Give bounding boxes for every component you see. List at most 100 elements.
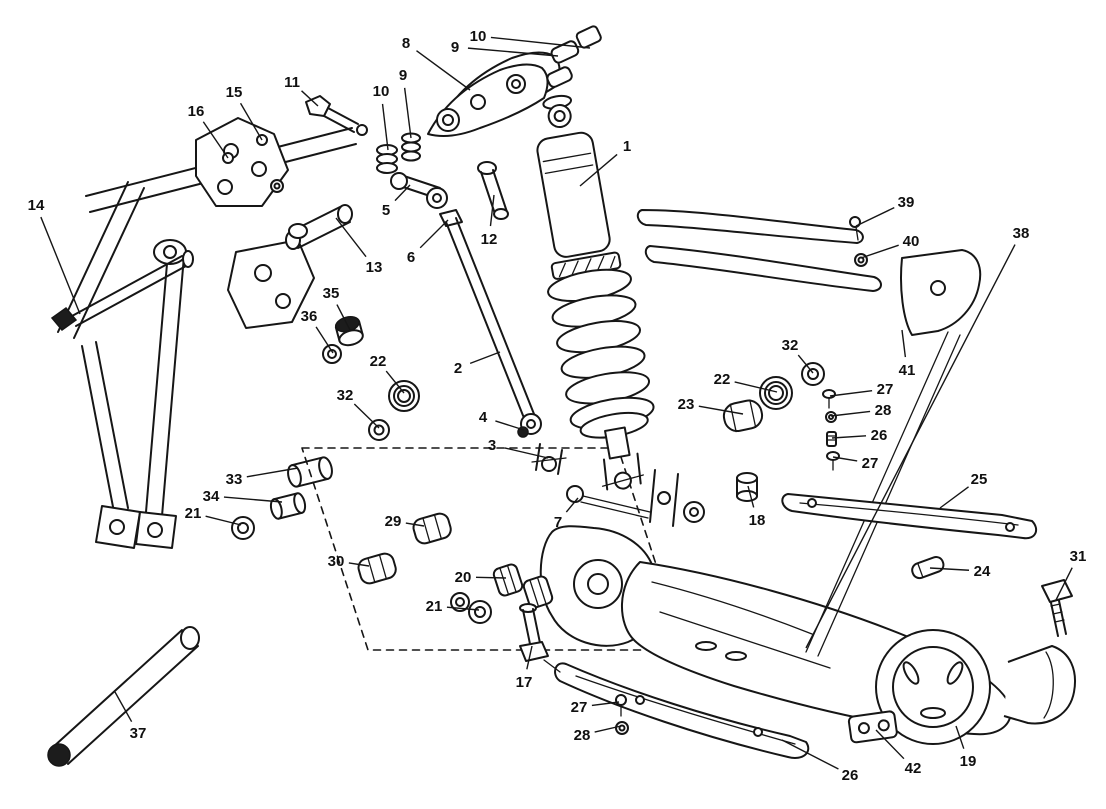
leader-line <box>205 515 242 526</box>
part-number-label: 20 <box>455 569 472 586</box>
leader-line <box>315 326 334 354</box>
leader-line <box>446 606 480 611</box>
leader-line <box>489 194 495 227</box>
leader-line <box>467 47 559 57</box>
leader-line <box>336 304 351 331</box>
leader-line <box>335 217 367 258</box>
leader-line <box>939 486 969 509</box>
leader-line <box>223 496 283 503</box>
leader-line <box>526 645 533 670</box>
leader-line <box>829 389 873 397</box>
part-number-label: 32 <box>337 387 354 404</box>
leader-line <box>591 701 620 707</box>
leader-line <box>1055 567 1073 601</box>
part-number-label: 39 <box>898 194 915 211</box>
leader-line <box>495 420 525 431</box>
leader-line <box>860 244 899 259</box>
leader-line <box>416 50 471 91</box>
part-number-label: 10 <box>373 83 390 100</box>
leader-line <box>385 370 405 394</box>
part-number-label: 26 <box>871 427 888 444</box>
part-number-label: 32 <box>782 337 799 354</box>
leader-line <box>594 725 622 733</box>
part-number-label: 21 <box>426 598 443 615</box>
part-number-label: 22 <box>370 353 387 370</box>
tie-rod-drawing <box>390 172 567 475</box>
leader-line <box>901 329 907 358</box>
leader-line <box>353 403 380 429</box>
part-number-label: 8 <box>402 35 410 52</box>
chain-guard-upper-drawing <box>636 209 882 292</box>
part-number-label: 22 <box>714 371 731 388</box>
leader-line <box>301 90 319 107</box>
leader-line <box>381 103 389 151</box>
part-number-label: 25 <box>971 471 988 488</box>
leader-line <box>246 467 299 478</box>
part-number-label: 15 <box>226 84 243 101</box>
part-number-label: 34 <box>203 488 220 505</box>
part-number-label: 37 <box>130 725 147 742</box>
part-number-label: 38 <box>1013 225 1030 242</box>
leader-line <box>805 244 1016 649</box>
leader-line <box>475 576 507 579</box>
part-number-label: 24 <box>974 563 991 580</box>
leader-line <box>565 497 579 513</box>
leader-line <box>504 447 549 459</box>
pivot-bolt-drawing <box>50 250 194 332</box>
part-number-label: 36 <box>301 308 318 325</box>
lower-tube-drawing <box>47 626 200 767</box>
part-number-label: 16 <box>188 103 205 120</box>
leader-line <box>747 485 755 508</box>
leader-line <box>698 405 744 415</box>
leader-line <box>394 184 411 202</box>
part-number-label: 19 <box>960 753 977 770</box>
guard-bracket-drawing <box>805 249 982 657</box>
part-number-label: 23 <box>678 396 695 413</box>
part-number-label: 9 <box>399 67 407 84</box>
left-hardware-drawing <box>231 316 554 662</box>
leader-line <box>734 381 778 393</box>
part-number-label: 40 <box>903 233 920 250</box>
part-number-label: 33 <box>226 471 243 488</box>
swingarm-drawing <box>539 469 1076 745</box>
axle-clamp-bolt-drawing <box>1041 579 1073 637</box>
part-number-label: 27 <box>571 699 588 716</box>
part-number-label: 2 <box>454 360 462 377</box>
leader-line <box>831 435 867 439</box>
leader-line <box>781 739 839 770</box>
leader-line <box>875 729 905 760</box>
part-number-label: 17 <box>516 674 533 691</box>
leader-line <box>797 354 814 374</box>
leader-line <box>929 567 970 571</box>
frame-drawing <box>57 117 357 549</box>
leader-line <box>830 410 871 417</box>
leader-line <box>403 87 412 139</box>
leader-line <box>40 216 81 315</box>
adjuster-plate-drawing <box>847 555 945 744</box>
leader-line <box>348 562 370 567</box>
leader-line <box>469 351 501 365</box>
leader-line <box>579 153 618 187</box>
part-number-label: 13 <box>366 259 383 276</box>
part-number-label: 31 <box>1070 548 1087 565</box>
part-number-label: 28 <box>875 402 892 419</box>
leader-line <box>855 206 895 227</box>
part-number-label: 10 <box>470 28 487 45</box>
leader-line <box>419 219 449 249</box>
chain-guide-lower-drawing <box>781 493 1038 540</box>
part-number-label: 3 <box>488 437 496 454</box>
part-number-label: 4 <box>479 409 488 426</box>
part-number-label: 41 <box>899 362 916 379</box>
part-number-label: 27 <box>862 455 879 472</box>
part-number-label: 30 <box>328 553 345 570</box>
leader-line <box>202 121 229 159</box>
leader-line <box>490 36 591 49</box>
part-number-label: 21 <box>185 505 202 522</box>
part-number-label: 26 <box>842 767 859 784</box>
part-number-label: 1 <box>623 138 631 155</box>
part-number-label: 12 <box>481 231 498 248</box>
part-number-label: 5 <box>382 202 390 219</box>
part-number-label: 6 <box>407 249 415 266</box>
